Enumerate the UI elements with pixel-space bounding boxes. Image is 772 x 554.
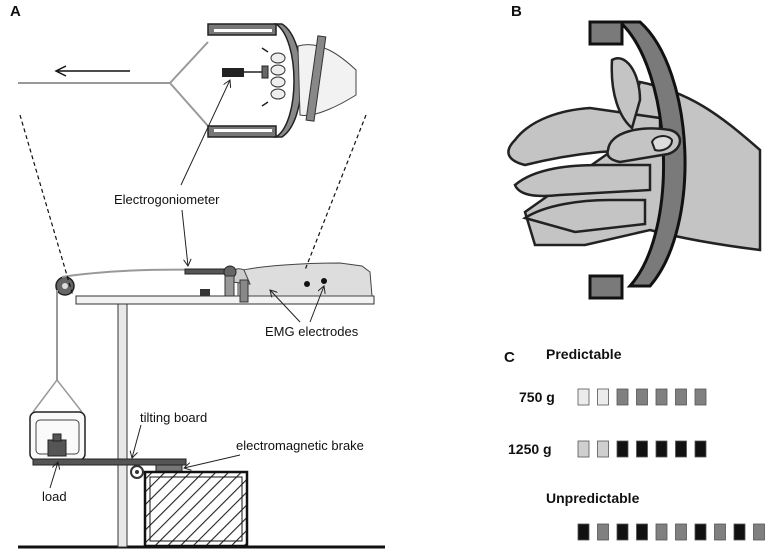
forearm xyxy=(237,262,373,297)
trial-square-unpred-2 xyxy=(616,523,629,541)
weight-1250-label: 1250 g xyxy=(508,441,552,457)
trial-square-row1250-0 xyxy=(577,440,590,458)
trial-square-unpred-1 xyxy=(597,523,609,541)
table-leg xyxy=(117,303,128,548)
finger xyxy=(521,198,647,234)
grip-illustration xyxy=(507,20,762,300)
brake-box xyxy=(143,470,249,548)
load-label: load xyxy=(42,489,67,504)
predictable-heading: Predictable xyxy=(546,346,622,362)
trial-square-unpred-7 xyxy=(714,523,726,541)
trial-square-row750-1 xyxy=(597,388,609,406)
finger xyxy=(507,106,662,167)
trial-square-unpred-3 xyxy=(636,523,648,541)
electrogoniometer-label: Electrogoniometer xyxy=(114,192,220,207)
trial-square-unpred-5 xyxy=(675,523,687,541)
trial-square-unpred-6 xyxy=(694,523,707,541)
panel-label-b: B xyxy=(511,3,522,20)
trial-square-row1250-1 xyxy=(597,440,609,458)
emg-electrode xyxy=(304,281,310,287)
trial-square-row1250-3 xyxy=(636,440,648,458)
trial-square-unpred-4 xyxy=(655,523,668,541)
trial-square-row750-6 xyxy=(694,388,707,406)
panel-label-c: C xyxy=(504,349,515,366)
wrist-strap xyxy=(239,279,249,303)
trial-square-row750-3 xyxy=(636,388,648,406)
apparatus xyxy=(18,23,385,549)
trial-square-unpred-9 xyxy=(753,523,765,541)
grip-cap-bottom xyxy=(588,274,624,300)
trial-square-row750-4 xyxy=(655,388,668,406)
grip-cap-top xyxy=(588,20,624,46)
handle-grip xyxy=(273,23,303,138)
unpredictable-heading: Unpredictable xyxy=(546,490,640,506)
handle-bar xyxy=(184,268,226,275)
tilting-board-label: tilting board xyxy=(140,410,208,425)
weight-750-label: 750 g xyxy=(519,389,555,405)
table-top xyxy=(75,295,375,305)
trial-square-row1250-2 xyxy=(616,440,629,458)
handle-grip-b xyxy=(616,20,687,288)
sequence-squares xyxy=(577,388,765,541)
finger xyxy=(513,163,652,198)
thumb xyxy=(610,57,642,131)
trial-square-row750-0 xyxy=(577,388,590,406)
trial-square-row1250-4 xyxy=(655,440,668,458)
trial-square-unpred-8 xyxy=(733,523,746,541)
tilting-board xyxy=(32,458,187,466)
trial-square-row750-5 xyxy=(675,388,687,406)
trial-square-unpred-0 xyxy=(577,523,590,541)
trial-square-row1250-6 xyxy=(694,440,707,458)
load-weight xyxy=(47,439,67,457)
brake-label: electromagnetic brake xyxy=(236,438,364,453)
trial-square-row1250-5 xyxy=(675,440,687,458)
emg-electrode xyxy=(321,278,327,284)
emg-label: EMG electrodes xyxy=(265,324,359,339)
panel-label-a: A xyxy=(10,3,21,20)
trial-square-row750-2 xyxy=(616,388,629,406)
